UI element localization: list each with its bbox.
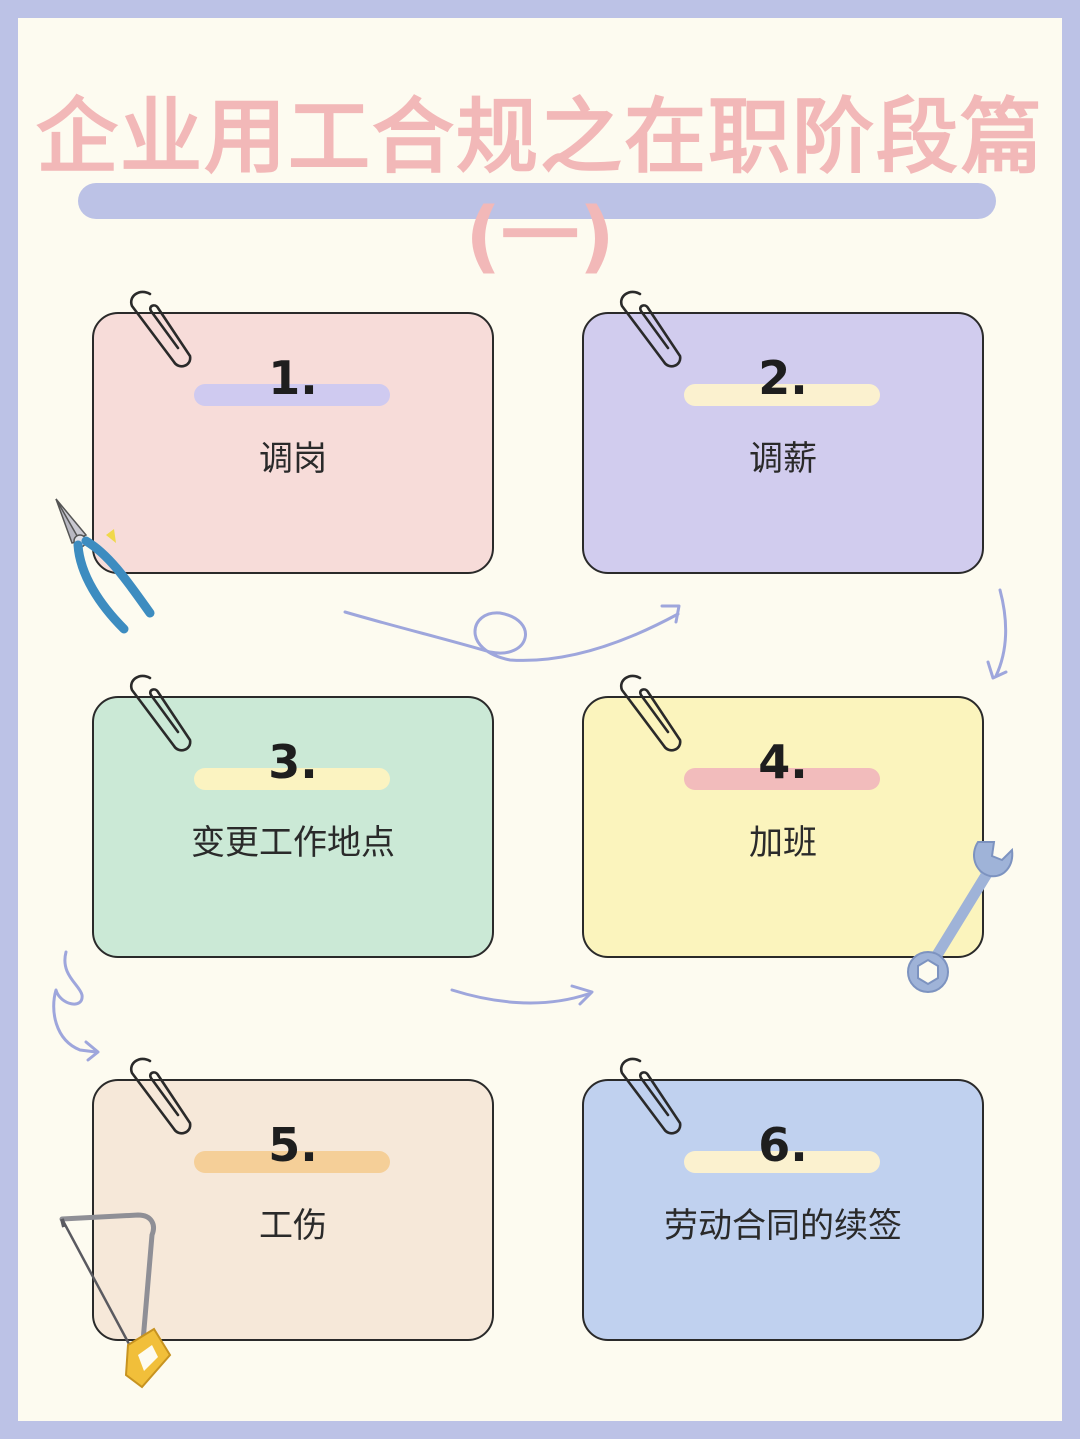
card-number-highlight bbox=[194, 1151, 390, 1173]
paperclip-icon bbox=[619, 1057, 682, 1135]
card-number-highlight bbox=[684, 384, 880, 406]
card-6: 6. 劳动合同的续签 bbox=[582, 1079, 984, 1341]
card-number: 4. bbox=[758, 735, 808, 789]
hacksaw-icon bbox=[59, 1212, 172, 1389]
paperclip-icon bbox=[129, 290, 192, 368]
paperclip-icon bbox=[619, 674, 682, 752]
title-underline-bar bbox=[78, 183, 996, 219]
card-number-highlight bbox=[684, 1151, 880, 1173]
wrench-icon bbox=[907, 841, 1014, 993]
card-label: 劳动合同的续签 bbox=[664, 1206, 902, 1246]
card-label: 变更工作地点 bbox=[191, 823, 395, 863]
pliers-icon bbox=[55, 498, 155, 634]
card-label: 调薪 bbox=[749, 439, 817, 479]
paperclip-icon bbox=[619, 290, 682, 368]
card-number: 2. bbox=[758, 351, 808, 405]
paperclip-icon bbox=[129, 1057, 192, 1135]
card-1: 1. 调岗 bbox=[92, 312, 494, 574]
card-label: 工伤 bbox=[259, 1206, 327, 1246]
card-label: 加班 bbox=[749, 823, 817, 863]
card-number: 3. bbox=[268, 735, 318, 789]
card-number-highlight bbox=[684, 768, 880, 790]
card-3: 3. 变更工作地点 bbox=[92, 696, 494, 958]
paperclip-icon bbox=[129, 674, 192, 752]
card-number-highlight bbox=[194, 384, 390, 406]
card-label: 调岗 bbox=[259, 439, 327, 479]
page-subtitle: (一) bbox=[465, 192, 615, 282]
card-number: 5. bbox=[268, 1118, 318, 1172]
card-number-highlight bbox=[194, 768, 390, 790]
card-4: 4. 加班 bbox=[582, 696, 984, 958]
card-number: 1. bbox=[268, 351, 318, 405]
card-5: 5. 工伤 bbox=[92, 1079, 494, 1341]
page-title: 企业用工合规之在职阶段篇 bbox=[35, 90, 1044, 185]
card-2: 2. 调薪 bbox=[582, 312, 984, 574]
card-number: 6. bbox=[758, 1118, 808, 1172]
